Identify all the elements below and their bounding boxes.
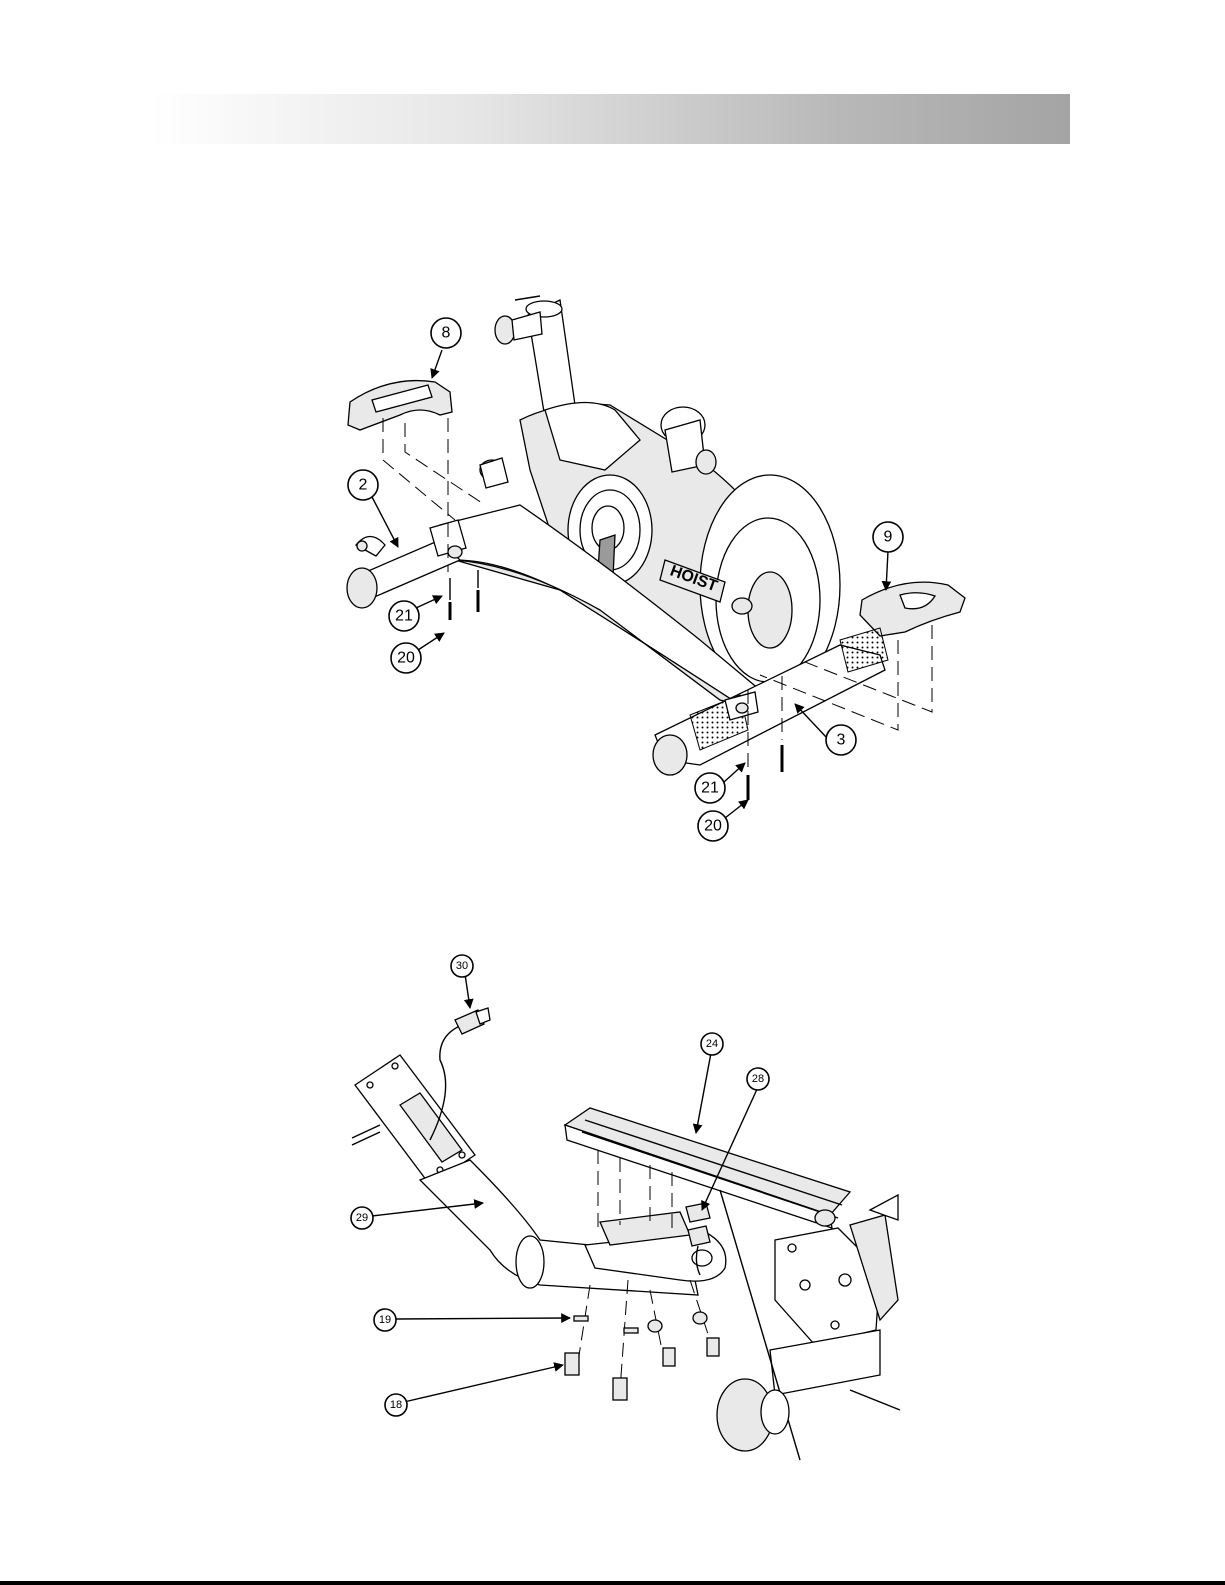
callout-19: 19: [374, 1309, 396, 1331]
callout-20: 20: [391, 643, 421, 673]
svg-text:18: 18: [390, 1399, 402, 1411]
seat-post: [495, 296, 575, 418]
svg-text:24: 24: [706, 1038, 718, 1050]
handlebar-tube-29: [420, 1160, 726, 1295]
cable-30: [430, 1008, 490, 1140]
svg-text:21: 21: [395, 608, 413, 625]
figure1-base-assembly: HOIST: [347, 296, 965, 841]
rear-cover-8: [348, 381, 452, 430]
svg-text:8: 8: [442, 325, 451, 342]
callout-21: 21: [695, 773, 725, 803]
callout-20: 20: [698, 811, 728, 841]
svg-text:9: 9: [884, 529, 893, 546]
callout-21: 21: [389, 601, 419, 631]
figure2-handlebar-assembly: 30 24 28 29 19 18: [351, 955, 900, 1460]
svg-text:3: 3: [837, 732, 846, 749]
callout-28: 28: [747, 1068, 769, 1090]
callout-2: 2: [348, 470, 378, 500]
svg-text:29: 29: [356, 1212, 368, 1224]
svg-text:2: 2: [359, 477, 368, 494]
callout-24: 24: [701, 1033, 723, 1055]
callout-29: 29: [351, 1207, 373, 1229]
svg-text:28: 28: [752, 1073, 764, 1085]
svg-text:20: 20: [397, 650, 415, 667]
callout-30: 30: [451, 955, 473, 977]
callout-18: 18: [385, 1394, 407, 1416]
callout-9: 9: [873, 522, 903, 552]
callout-8: 8: [431, 318, 461, 348]
svg-text:20: 20: [704, 818, 722, 835]
callout-3: 3: [826, 725, 856, 755]
svg-text:30: 30: [456, 960, 468, 972]
footer-rule: [0, 1581, 1225, 1585]
upright-mast: [717, 1190, 900, 1460]
svg-text:19: 19: [379, 1314, 391, 1326]
fasteners-fig2: [565, 1312, 719, 1400]
front-cover-9: [860, 582, 965, 636]
svg-text:21: 21: [701, 780, 719, 797]
